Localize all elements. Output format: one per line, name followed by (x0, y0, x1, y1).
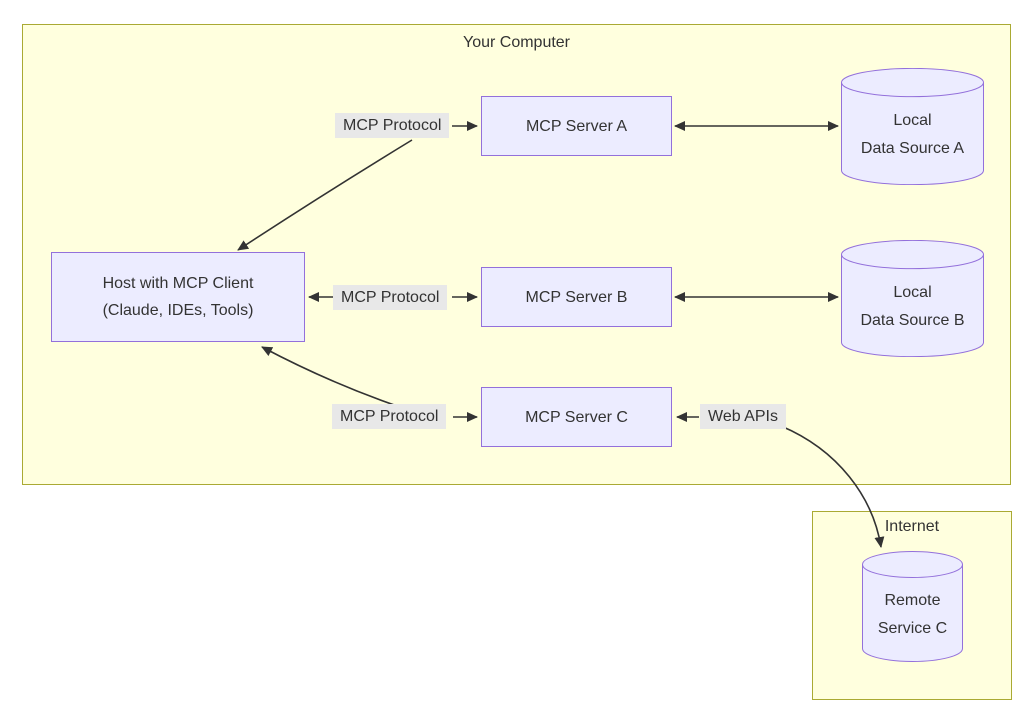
node-remote-service-c: Remote Service C (862, 551, 963, 662)
node-mcp-server-b: MCP Server B (481, 267, 672, 327)
cylinder-icon (841, 240, 984, 357)
edge-label-mcp-protocol-a: MCP Protocol (335, 113, 450, 138)
edge-webapis-to-remote-c (780, 425, 885, 548)
edge-label-mcp-protocol-b: MCP Protocol (333, 285, 448, 310)
node-remote-service-c-label: Remote Service C (877, 592, 948, 637)
node-mcp-server-c-label: MCP Server C (525, 408, 628, 426)
edge-label-web-apis: Web APIs (700, 404, 786, 429)
cluster-internet-label: Internet (884, 518, 940, 535)
cylinder-icon (862, 551, 963, 662)
node-local-data-source-a-label: Local Data Source A (860, 112, 965, 157)
cluster-internet: Internet (812, 511, 1012, 700)
edge-protocol-a-to-host (237, 139, 413, 251)
node-mcp-server-c: MCP Server C (481, 387, 672, 447)
node-local-data-source-a: Local Data Source A (841, 68, 984, 185)
node-host-label: Host with MCP Client (Claude, IDEs, Tool… (102, 275, 254, 319)
cylinder-icon (841, 68, 984, 185)
node-mcp-server-b-label: MCP Server B (525, 288, 628, 306)
edge-label-mcp-protocol-c: MCP Protocol (332, 404, 447, 429)
node-host-with-mcp-client: Host with MCP Client (Claude, IDEs, Tool… (51, 252, 305, 342)
edge-protocol-c-to-host (261, 346, 401, 408)
node-local-data-source-b: Local Data Source B (841, 240, 984, 357)
node-mcp-server-a: MCP Server A (481, 96, 672, 156)
node-mcp-server-a-label: MCP Server A (525, 117, 628, 135)
node-local-data-source-b-label: Local Data Source B (860, 284, 965, 329)
cluster-your-computer-label: Your Computer (462, 34, 571, 51)
